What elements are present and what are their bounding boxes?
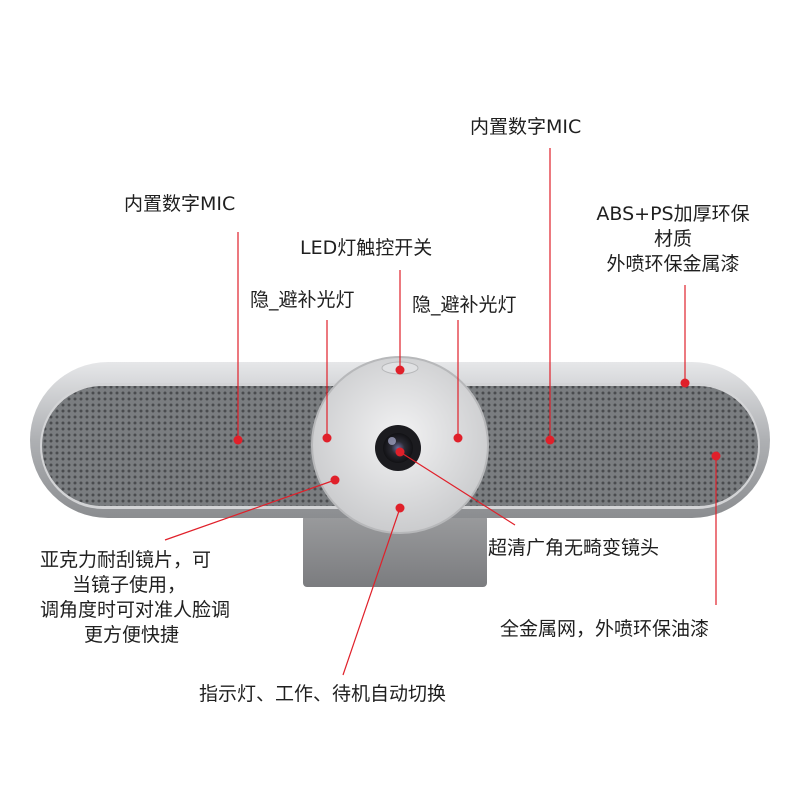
callout-dots bbox=[233, 365, 721, 513]
label-acrylic-line-3: 调角度时可对准人脸调 bbox=[40, 599, 231, 621]
label-wide-lens: 超清广角无畸变镜头 bbox=[488, 537, 660, 559]
label-mic-left: 内置数字MIC bbox=[124, 193, 236, 215]
label-material: ABS+PS加厚环保 材质 外喷环保金属漆 bbox=[578, 202, 768, 277]
leader-lines bbox=[164, 148, 717, 676]
label-acrylic-line-4: 更方便快捷 bbox=[84, 624, 180, 646]
label-acrylic-line-1: 亚克力耐刮镜片，可 bbox=[40, 549, 212, 571]
label-hidden-light-right: 隐_避补光灯 bbox=[412, 294, 517, 316]
label-hidden-light-left: 隐_避补光灯 bbox=[250, 289, 355, 311]
label-acrylic-line-2: 当镜子使用， bbox=[72, 574, 187, 596]
label-acrylic: 亚克力耐刮镜片，可 当镜子使用， 调角度时可对准人脸调 更方便快捷 bbox=[40, 548, 230, 648]
label-indicator: 指示灯、工作、待机自动切换 bbox=[199, 683, 447, 705]
label-material-line-1: ABS+PS加厚环保 bbox=[596, 203, 750, 225]
label-mic-top: 内置数字MIC bbox=[470, 116, 582, 138]
label-metal-mesh: 全金属网，外喷环保油漆 bbox=[500, 618, 710, 640]
label-material-line-2: 材质 bbox=[653, 228, 692, 250]
label-led-touch-switch: LED灯触控开关 bbox=[300, 237, 433, 259]
label-material-line-3: 外喷环保金属漆 bbox=[606, 253, 740, 275]
